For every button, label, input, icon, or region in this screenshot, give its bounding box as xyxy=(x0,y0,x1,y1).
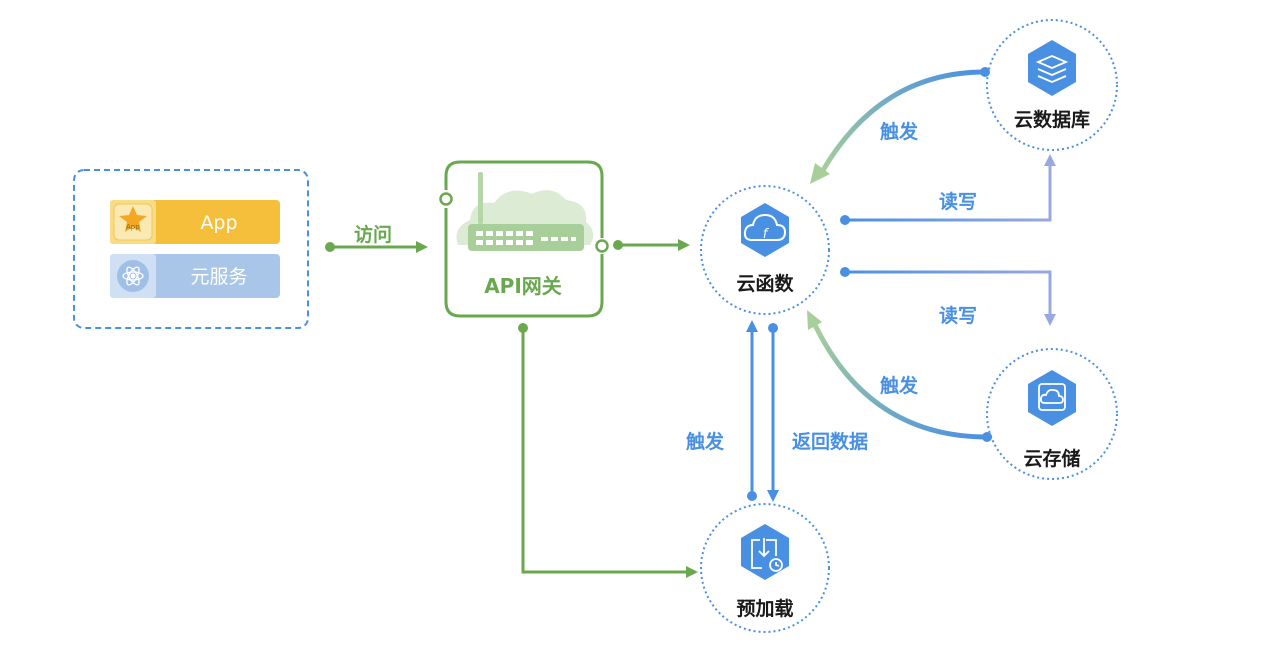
preload-download-icon xyxy=(751,538,783,572)
return-data-edge: 返回数据 xyxy=(767,323,868,502)
preload-node: 预加载 xyxy=(700,503,830,633)
client-group: App App 元服务 xyxy=(73,169,309,329)
db-trigger-edge: 触发 xyxy=(810,67,990,184)
preload-trigger-edge: 触发 xyxy=(686,320,758,501)
app-item: App App xyxy=(110,200,280,244)
database-stack-icon xyxy=(1035,55,1069,83)
atom-icon xyxy=(122,266,144,286)
cloud-database-label: 云数据库 xyxy=(1014,108,1090,131)
cloud-storage-label: 云存储 xyxy=(1023,447,1080,470)
gateway-border xyxy=(444,160,604,318)
cloud-storage-node: 云存储 xyxy=(986,348,1118,480)
cloud-function-label: 云函数 xyxy=(736,272,794,295)
storage-trigger-label: 触发 xyxy=(880,374,919,397)
service-label: 元服务 xyxy=(190,266,247,288)
cloud-database-node: 云数据库 xyxy=(986,19,1118,151)
router-cloud-icon xyxy=(456,172,594,251)
visit-label: 访问 xyxy=(354,223,392,246)
app-icon-text: App xyxy=(126,223,140,231)
cloud-function-node: f 云函数 xyxy=(700,185,830,315)
star-icon xyxy=(119,206,147,232)
db-trigger-label: 触发 xyxy=(880,120,919,143)
storage-readwrite-edge: 读写 xyxy=(840,267,1056,327)
api-gateway: API网关 xyxy=(439,160,609,318)
gateway-to-preload-edge xyxy=(518,323,698,578)
client-group-border xyxy=(73,169,309,329)
app-label: App xyxy=(200,212,237,234)
svg-text:f: f xyxy=(763,227,770,242)
storage-cloud-icon xyxy=(1038,383,1066,411)
return-data-label: 返回数据 xyxy=(792,430,868,453)
db-readwrite-edge: 读写 xyxy=(840,154,1056,225)
service-item: 元服务 xyxy=(110,254,280,298)
preload-trigger-label: 触发 xyxy=(686,430,725,453)
function-cloud-icon: f xyxy=(743,213,787,242)
gateway-label: API网关 xyxy=(484,274,562,298)
storage-readwrite-label: 读写 xyxy=(939,304,977,327)
visit-edge: 访问 xyxy=(325,223,428,253)
preload-label: 预加载 xyxy=(736,597,793,620)
storage-trigger-edge: 触发 xyxy=(807,310,992,442)
db-readwrite-label: 读写 xyxy=(939,190,977,213)
gateway-to-function-edge xyxy=(613,239,690,251)
